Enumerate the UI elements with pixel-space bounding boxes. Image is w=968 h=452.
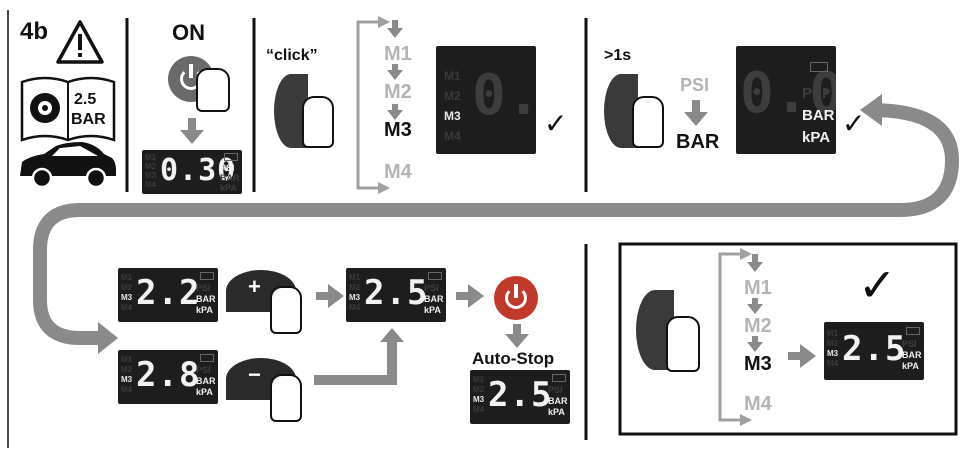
check-icon: ✓ [544, 108, 568, 139]
lcd-display-large: M1 M2 M3 M4 0.0 [436, 46, 536, 154]
lcd-display-a: M1 M2 M3 M4 2.2 PSI BAR kPA [118, 268, 218, 322]
lcd-digits: 2.2 [136, 273, 201, 313]
lcd-digits: 0.0 [740, 61, 836, 126]
mode-item-1: M1 [384, 43, 412, 65]
hand-pointer-icon [270, 286, 302, 334]
hand-pointer-icon [270, 374, 302, 422]
auto-stop-label: Auto-Stop [472, 349, 555, 368]
power-icon [505, 287, 527, 309]
lcd-digits: 2.8 [136, 355, 201, 395]
manual-book-icon [20, 76, 116, 142]
check-icon: ✓ [858, 259, 897, 311]
mode-item-4: M4 [384, 161, 412, 183]
lcd-display-c: M1 M2 M3 M4 2.5 PSI BAR kPA [346, 268, 446, 322]
check-icon: ✓ [842, 108, 866, 139]
unit-from: PSI [680, 75, 710, 95]
book-unit: BAR [71, 111, 106, 128]
mode-item-2: M2 [744, 315, 772, 337]
step-label: 4b [20, 18, 49, 45]
on-label: ON [172, 20, 205, 45]
lcd-display-d: M1 M2 M3 M4 2.5 PSI BAR kPA [470, 370, 570, 424]
lcd-digits: 2.5 [842, 329, 907, 369]
mode-item-3: M3 [744, 353, 772, 375]
lcd-digits: 2.5 [364, 273, 429, 313]
power-button[interactable] [494, 276, 538, 320]
lcd-digits: 2.5 [488, 375, 553, 415]
click-label: “click” [266, 47, 318, 64]
hold-label: >1s [604, 47, 632, 64]
hand-pointer-icon [302, 96, 334, 148]
hand-pointer-icon [666, 316, 700, 372]
unit-to: BAR [676, 131, 720, 153]
mode-item-2: M2 [384, 81, 412, 103]
car-icon [20, 142, 116, 176]
lcd-display-large: 0.0 PSI BAR kPA [736, 46, 836, 154]
warning-triangle-icon [56, 20, 104, 64]
lcd-display: M1 M2 M3 M4 0.30 PSI BAR kPA [142, 150, 242, 194]
mode-item-3: M3 [384, 119, 412, 141]
mode-item-1: M1 [744, 277, 772, 299]
lcd-digits: 0.30 [160, 153, 237, 188]
lcd-display-e: M1 M2 M3 M4 2.5 PSI BAR kPA [824, 322, 924, 380]
connector-path [33, 103, 960, 345]
hand-pointer-icon [196, 68, 230, 112]
mode-item-4: M4 [744, 393, 772, 415]
lcd-display-b: M1 M2 M3 M4 2.8 PSI BAR kPA [118, 350, 218, 404]
lcd-digits: 0.0 [472, 63, 536, 128]
hand-pointer-icon [632, 96, 664, 148]
book-value: 2.5 [74, 91, 97, 108]
